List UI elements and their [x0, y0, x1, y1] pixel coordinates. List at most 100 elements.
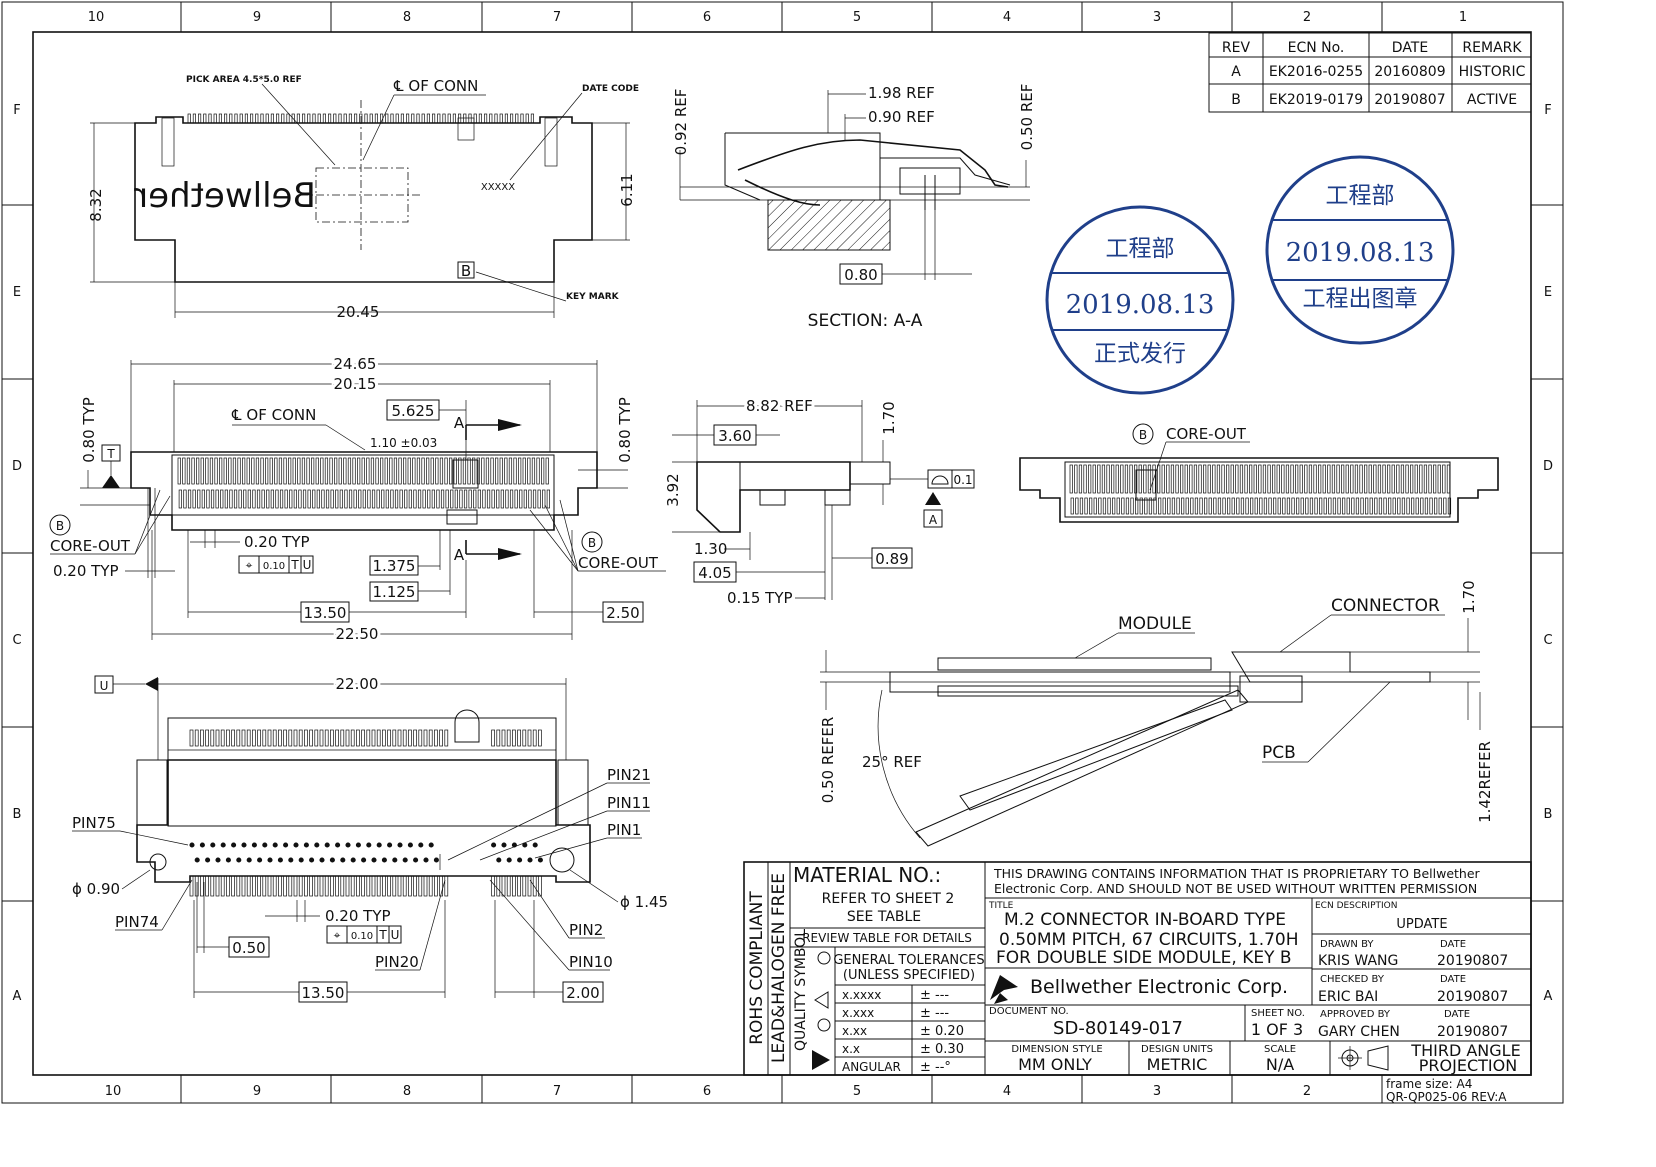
front-contact-lower [523, 489, 527, 509]
front-contact-lower [224, 489, 228, 509]
title-block: ROHS COMPLIANT LEAD&HALOGEN FREE QUALITY… [743, 861, 1532, 1104]
detail-contact-lower [1208, 497, 1212, 515]
detail-contact-lower [1374, 497, 1378, 515]
bottom-pin20: PIN20 [375, 953, 419, 971]
front-contact-lower [468, 489, 472, 509]
zone-col-3: 3 [1153, 10, 1161, 25]
detail-contact [1322, 464, 1326, 494]
bottom-contact-top [194, 729, 199, 747]
top-contact [489, 113, 493, 124]
detail-contact [1341, 464, 1345, 494]
front-contact-lower [220, 489, 224, 509]
zone-col-6-bottom: 6 [703, 1084, 711, 1099]
top-contact [499, 113, 503, 124]
tb-tol-val-3: ± 0.20 [920, 1024, 964, 1039]
bottom-dim-050: 0.50 [232, 939, 265, 957]
front-contact [251, 457, 255, 485]
front-contact [177, 457, 181, 485]
bottom-contact-pad [324, 842, 330, 848]
front-dim-1125: 1.125 [373, 583, 416, 601]
bottom-contact-pad [392, 857, 398, 863]
front-contact-lower [362, 489, 366, 509]
detail-contact [1276, 464, 1280, 494]
tb-approved-date: 20190807 [1437, 1024, 1508, 1040]
bottom-contact-tail [293, 875, 298, 897]
front-contact-lower [519, 489, 523, 509]
detail-contact-lower [1383, 497, 1387, 515]
tb-doc-no-label: DOCUMENT NO. [989, 1006, 1069, 1017]
bottom-dim-200: 2.00 [566, 984, 599, 1002]
tb-scale: N/A [1266, 1055, 1294, 1074]
front-contact [389, 457, 393, 485]
rev-row-a-ecn: EK2016-0255 [1269, 64, 1363, 80]
detail-contact [1157, 464, 1161, 494]
tb-sheet-no-label: SHEET NO. [1251, 1008, 1305, 1019]
top-contact [229, 113, 233, 124]
top-contact [322, 113, 326, 124]
detail-contact [1391, 464, 1395, 494]
detail-contact-lower [1217, 497, 1222, 515]
detail-contact-lower [1323, 497, 1327, 515]
tb-checked-date-label: DATE [1440, 974, 1466, 985]
detail-contact-lower [1369, 497, 1373, 515]
bottom-contact-tail [356, 875, 360, 897]
front-contact-lower [542, 489, 546, 509]
bottom-fcf-u: U [391, 928, 400, 942]
detail-contact-lower [1263, 497, 1268, 515]
detail-contact-lower [1282, 497, 1286, 515]
tb-drawn-by-label: DRAWN BY [1320, 939, 1374, 950]
tb-design-units: METRIC [1147, 1055, 1208, 1074]
front-contact [191, 457, 195, 485]
front-contact-lower [289, 489, 293, 509]
top-contact [364, 113, 368, 124]
bottom-contact-tail [371, 875, 376, 897]
tb-proprietary-1: THIS DRAWING CONTAINS INFORMATION THAT I… [993, 866, 1481, 881]
front-contact [315, 457, 319, 485]
detail-contact [1115, 464, 1119, 494]
bottom-dim-090: ϕ 0.90 [72, 880, 120, 898]
bottom-contact-pad [262, 842, 268, 848]
zone-col-10: 10 [88, 10, 105, 25]
front-contact [393, 457, 398, 485]
module-dim-050: 0.50 REFER [819, 717, 837, 804]
section-dim-090: 0.90 REF [868, 108, 935, 126]
detail-contact-lower [1286, 497, 1291, 515]
top-contact [270, 113, 274, 124]
detail-contact [1304, 464, 1308, 494]
detail-contact-lower [1181, 497, 1185, 515]
detail-contact [1235, 464, 1239, 494]
detail-contact [1336, 464, 1340, 494]
detail-contact [1262, 464, 1267, 494]
zone-row-f-right: F [1544, 103, 1551, 118]
front-contact [274, 457, 278, 485]
bottom-contact-top [257, 729, 261, 747]
bottom-contact-top [501, 729, 506, 747]
top-contact [411, 113, 415, 124]
detail-contact [1212, 464, 1216, 494]
detail-contact [1124, 464, 1129, 494]
tb-tol-fmt-1: x.xxxx [842, 988, 881, 1002]
front-dim-5625: 5.625 [392, 402, 435, 420]
bottom-contact-pad [283, 842, 289, 848]
front-contact [472, 457, 476, 485]
bottom-contact-tail [434, 875, 438, 897]
bottom-fcf-t: T [378, 928, 387, 942]
bottom-contact-top [226, 729, 230, 747]
side-dim-130: 1.30 [694, 540, 727, 558]
front-contact [370, 457, 375, 485]
front-contact-lower [445, 489, 449, 509]
top-contact [286, 113, 290, 124]
top-contact [296, 113, 300, 124]
front-contact [320, 457, 324, 485]
front-contact-lower [270, 489, 274, 509]
top-brand-text: Bellwether [134, 176, 316, 216]
top-contact [385, 113, 389, 124]
bottom-contact-top [189, 729, 194, 747]
bottom-contact-top [246, 729, 251, 747]
revision-table: REV ECN No. DATE REMARK A EK2016-0255 20… [1208, 32, 1532, 113]
front-contact-lower [399, 489, 403, 509]
top-contact [494, 113, 498, 124]
detail-contact [1368, 464, 1372, 494]
stamp-release: 工程部 2019.08.13 正式发行 [1045, 205, 1235, 395]
top-key-letter: B [461, 262, 471, 280]
